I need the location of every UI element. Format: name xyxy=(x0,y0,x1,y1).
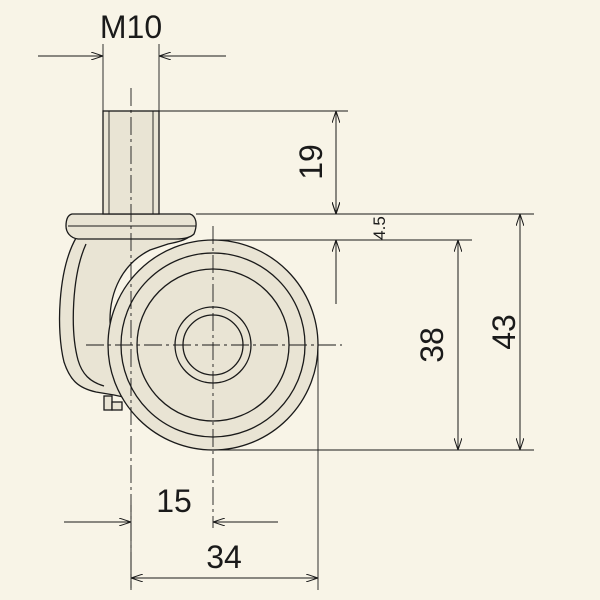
fork-inner-edge xyxy=(72,243,105,387)
dimension-labels: M10 19 4.5 38 43 15 34 xyxy=(100,9,522,575)
stopper-nub xyxy=(103,395,113,411)
center-lines xyxy=(86,88,342,588)
label-overall-height: 43 xyxy=(486,314,522,350)
label-thread: M10 xyxy=(100,9,162,45)
label-plate-thickness: 4.5 xyxy=(370,216,389,240)
label-overall-width: 34 xyxy=(206,539,242,575)
dimension-lines xyxy=(38,56,520,578)
label-wheel-diameter: 38 xyxy=(414,327,450,363)
label-stem-height: 19 xyxy=(293,144,329,180)
label-offset: 15 xyxy=(156,483,192,519)
stopper-tab xyxy=(111,401,123,411)
